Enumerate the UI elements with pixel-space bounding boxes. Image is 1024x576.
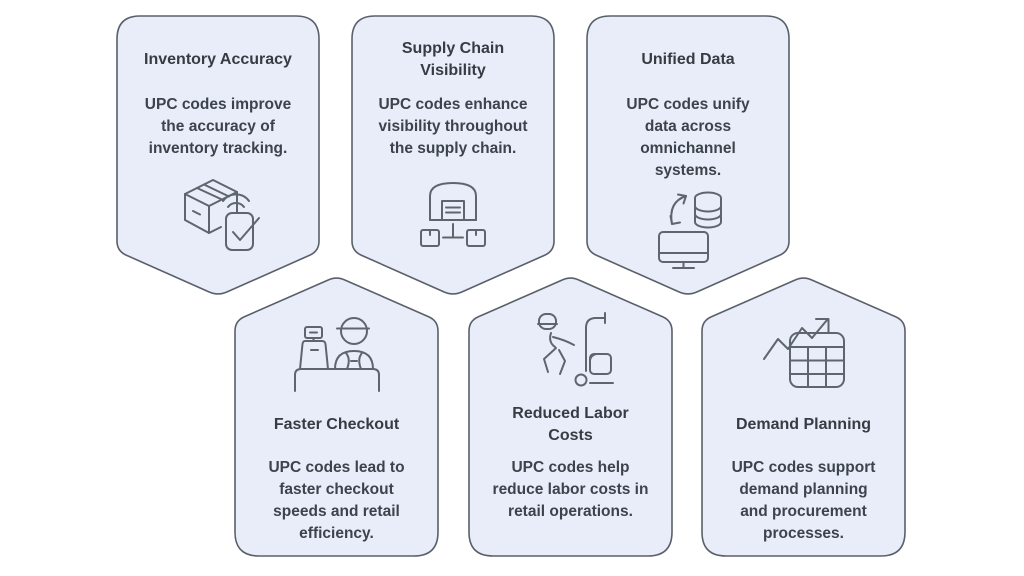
card-body: UPC codes help reduce labor costs in ret… — [492, 459, 649, 520]
card-body: UPC codes improve the accuracy of invent… — [144, 96, 292, 157]
badge-shape-pointing-up — [468, 277, 673, 557]
card-reduced-labor-costs: Reduced Labor Costs UPC codes help reduc… — [467, 273, 674, 558]
card-supply-chain-visibility: Supply Chain Visibility UPC codes enhanc… — [350, 14, 556, 298]
card-title: Supply Chain Visibility — [401, 40, 505, 79]
card-title: Faster Checkout — [273, 416, 400, 433]
badge-shape-pointing-down — [351, 15, 555, 295]
card-demand-planning: Demand Planning UPC codes support demand… — [700, 273, 907, 558]
card-inventory-accuracy: Inventory Accuracy UPC codes improve the… — [115, 14, 321, 298]
cashier-register-icon — [293, 317, 380, 392]
warehouse-distribution-icon — [420, 182, 486, 247]
card-body: UPC codes enhance visibility throughout … — [378, 96, 528, 157]
card-unified-data: Unified Data UPC codes unify data across… — [585, 14, 791, 298]
package-check-icon — [184, 179, 260, 251]
worker-handtruck-icon — [536, 312, 614, 387]
card-faster-checkout: Faster Checkout UPC codes lead to faster… — [233, 273, 440, 558]
card-title: Inventory Accuracy — [144, 51, 292, 68]
card-body: UPC codes unify data across omnichannel … — [626, 96, 750, 179]
card-title: Unified Data — [641, 51, 735, 68]
card-title: Reduced Labor Costs — [512, 405, 629, 444]
card-body: UPC codes support demand planning and pr… — [731, 459, 876, 542]
database-sync-icon — [658, 191, 722, 269]
badge-shape-pointing-down — [586, 15, 790, 295]
badge-shape-pointing-up — [701, 277, 906, 557]
badge-shape-pointing-down — [116, 15, 320, 295]
growth-chart-table-icon — [762, 318, 845, 388]
card-title: Demand Planning — [735, 416, 872, 433]
card-body: UPC codes lead to faster checkout speeds… — [268, 459, 405, 542]
badge-shape-pointing-up — [234, 277, 439, 557]
